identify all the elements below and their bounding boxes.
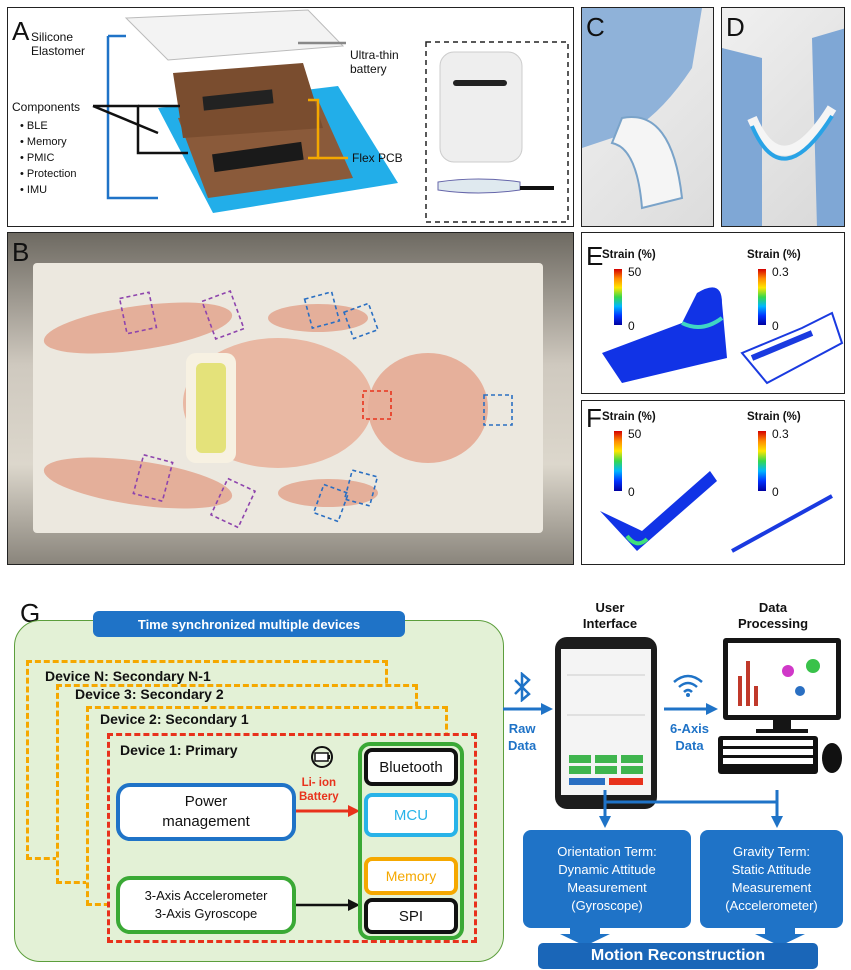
- label-silicone: Silicone Elastomer: [31, 30, 86, 58]
- six-axis-arrow: [664, 703, 718, 715]
- strain-title-right: Strain (%): [747, 411, 801, 423]
- strain-title-right: Strain (%): [747, 249, 801, 261]
- raw-data-label: Raw Data: [508, 721, 537, 753]
- colorbar-left: [614, 269, 622, 325]
- component-item: • BLE: [20, 120, 48, 132]
- panel-label-e: E: [586, 241, 604, 271]
- motion-reconstruction-box: Motion Reconstruction: [538, 943, 818, 969]
- label-flex-pcb: Flex PCB: [352, 151, 403, 165]
- colorbar-right: [758, 431, 766, 491]
- panel-label-b: B: [12, 237, 30, 267]
- power-management-box: Power management: [116, 783, 296, 841]
- smartphone-ui: [555, 637, 657, 809]
- sync-title-badge: Time synchronized multiple devices: [93, 611, 405, 637]
- scale-max-left: 50: [628, 265, 642, 279]
- battery-sync-icon: [311, 746, 333, 768]
- device-side-view: [437, 178, 521, 194]
- orientation-term-box: Orientation Term: Dynamic Attitude Measu…: [523, 830, 691, 928]
- pcb-chip: [212, 141, 304, 173]
- colorbar-right: [758, 269, 766, 325]
- label-battery: Ultra-thin battery: [350, 48, 399, 76]
- spi-box: SPI: [364, 898, 458, 934]
- panel-d: D: [721, 7, 845, 227]
- memory-box: Memory: [364, 857, 458, 895]
- scale-min-right: 0: [772, 485, 779, 499]
- imu-sensor-box: 3-Axis Accelerometer 3-Axis Gyroscope: [116, 876, 296, 934]
- panel-e: E Strain (%) 50 0 Strain (%) 0.3 0: [581, 232, 845, 394]
- component-item: • Protection: [20, 168, 77, 180]
- gravity-term-box: Gravity Term: Static Attitude Measuremen…: [700, 830, 843, 928]
- six-axis-label: 6-Axis Data: [670, 721, 710, 753]
- component-item: • Memory: [20, 136, 67, 148]
- device-1-label: Device 1: Primary: [120, 742, 238, 758]
- branch-connector: [599, 790, 783, 828]
- panel-f: F Strain (%) 50 0 Strain (%) 0.3 0: [581, 400, 845, 565]
- infant-photo: [33, 263, 543, 533]
- panel-label-d: D: [726, 12, 745, 42]
- strain-sim-e: [602, 287, 844, 385]
- panel-label-f: F: [586, 403, 602, 433]
- bluetooth-box: Bluetooth: [364, 748, 458, 786]
- device-3-label: Device 3: Secondary 2: [75, 686, 224, 702]
- computer-workstation: [718, 638, 842, 774]
- data-processing-label: Data Processing: [737, 600, 809, 631]
- bluetooth-icon: [514, 672, 531, 702]
- power-arrow: [296, 805, 360, 817]
- scale-min-left: 0: [628, 319, 635, 333]
- scale-min-right: 0: [772, 319, 779, 333]
- device-exploded-view: [92, 9, 569, 223]
- marker-leg-upper: [118, 291, 158, 335]
- strain-title-left: Strain (%): [602, 411, 656, 423]
- strain-sim-f: [600, 471, 833, 553]
- component-item: • IMU: [20, 184, 48, 196]
- label-components: Components: [12, 100, 81, 114]
- scale-max-right: 0.3: [772, 427, 789, 441]
- colorbar-left: [614, 431, 622, 491]
- panel-b: B: [7, 232, 574, 565]
- merge-arrows: [560, 928, 805, 946]
- strain-title-left: Strain (%): [602, 249, 656, 261]
- scale-max-left: 50: [628, 427, 642, 441]
- sensor-arrow: [296, 899, 360, 911]
- device-n-label: Device N: Secondary N-1: [45, 668, 211, 684]
- raw-data-arrow: [503, 703, 553, 715]
- device-top-view: [439, 51, 523, 163]
- glove-finger: [582, 8, 702, 148]
- bent-device: [610, 116, 684, 210]
- panel-label-g: G: [20, 598, 41, 628]
- panel-c: C: [581, 7, 714, 227]
- mcu-box: MCU: [364, 793, 458, 837]
- user-interface-label: User Interface: [582, 600, 638, 631]
- panel-label-a: A: [12, 16, 30, 46]
- panel-label-c: C: [586, 12, 605, 42]
- device-2-label: Device 2: Secondary 1: [100, 711, 249, 727]
- silicone-cap: [124, 9, 345, 61]
- scale-max-right: 0.3: [772, 265, 789, 279]
- components-list: • BLE • Memory • PMIC • Protection • IMU: [20, 118, 76, 198]
- scale-min-left: 0: [628, 485, 635, 499]
- panel-a: A Silicone Elastomer Ultra-thin battery …: [7, 7, 574, 227]
- li-ion-label: Li- ion Battery: [299, 777, 339, 803]
- inset-frame: [425, 41, 569, 223]
- scale-bar: [520, 186, 554, 190]
- folded-device: [750, 114, 834, 161]
- wireless-icon: [673, 674, 703, 697]
- component-item: • PMIC: [20, 152, 55, 164]
